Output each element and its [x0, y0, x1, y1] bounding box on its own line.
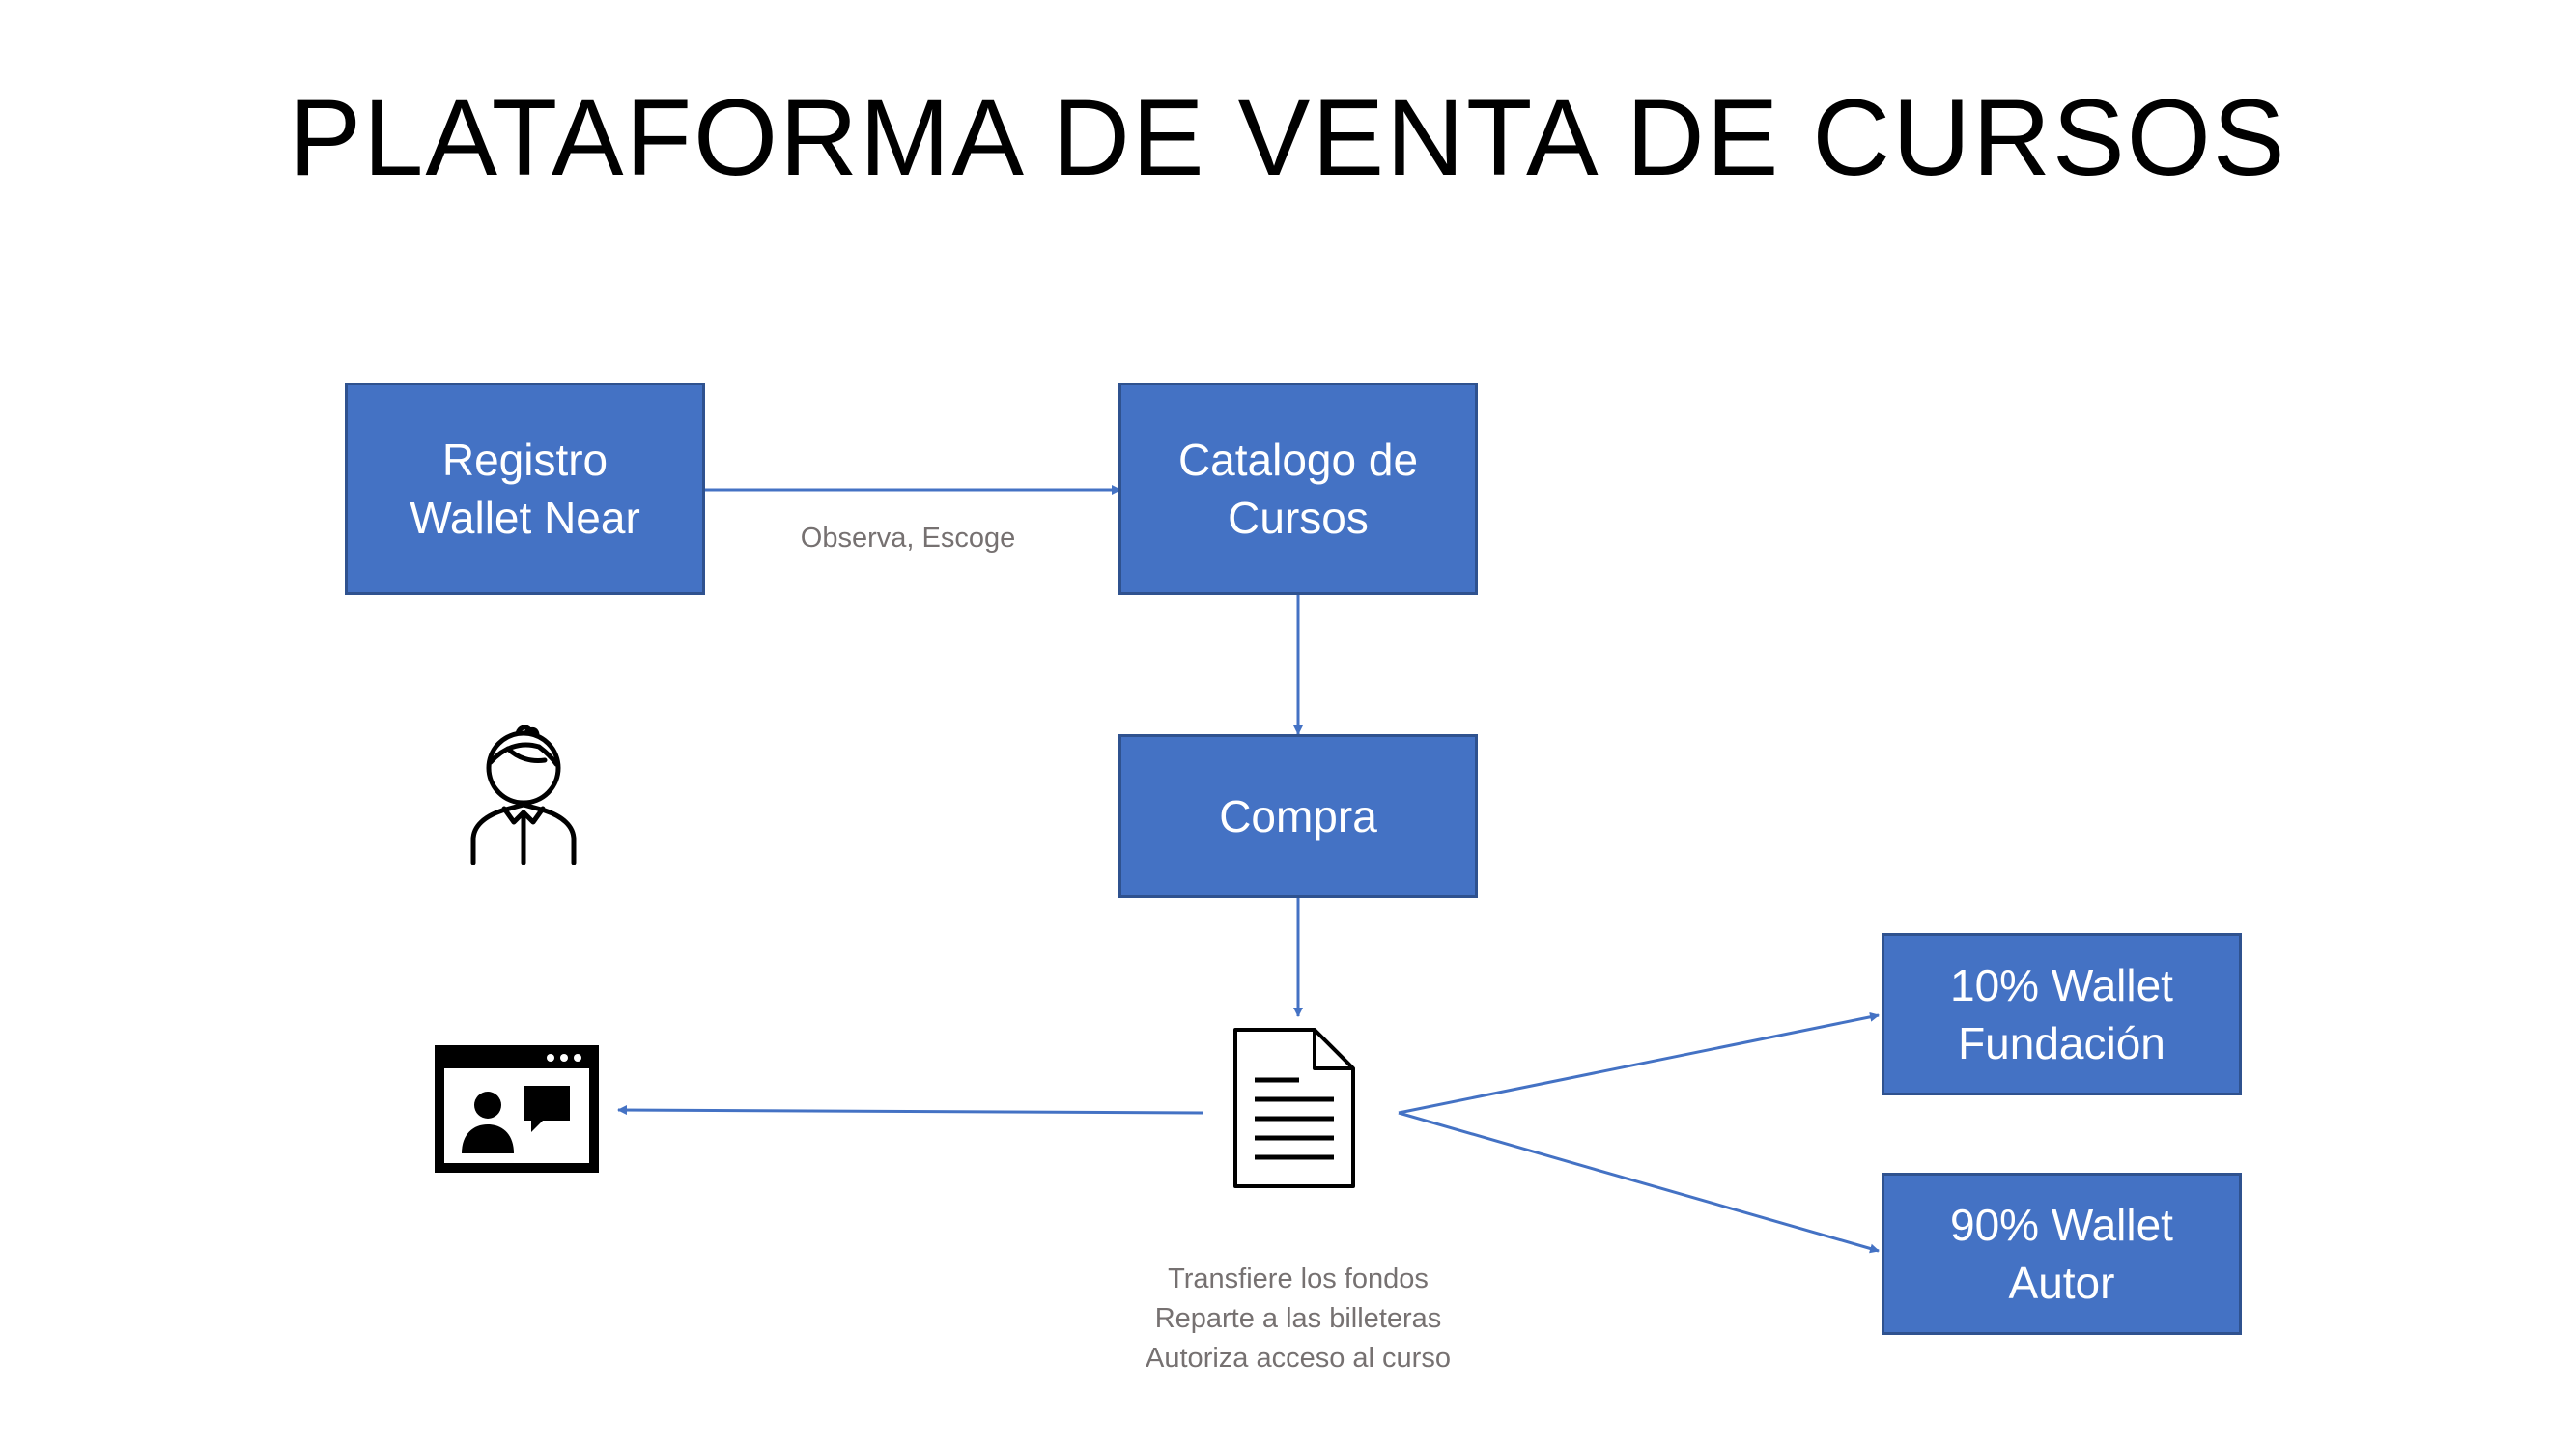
fundacion-line2: Fundación: [1958, 1018, 2166, 1068]
observa-escoge-label: Observa, Escoge: [800, 523, 1016, 554]
autor-line1: 90% Wallet: [1950, 1200, 2173, 1250]
user-icon: [470, 724, 577, 865]
compra-line1: Compra: [1219, 791, 1377, 841]
wallet-fundacion-box: 10% Wallet Fundación: [1882, 933, 2242, 1095]
catalogo-line1: Catalogo de: [1177, 435, 1419, 485]
registro-line1: Registro: [441, 435, 609, 485]
registro-line2: Wallet Near: [410, 493, 640, 543]
arrow-document-to-fundacion: [1398, 1011, 1880, 1115]
catalogo-line2: Cursos: [1228, 493, 1369, 543]
catalogo-cursos-box: Catalogo de Cursos: [1118, 383, 1478, 595]
compra-box: Compra: [1118, 734, 1478, 898]
transaction-line3: Autoriza acceso al curso: [1146, 1343, 1451, 1374]
transaction-description: Transfiere los fondos Reparte a las bill…: [1105, 1260, 1491, 1378]
transaction-line2: Reparte a las billeteras: [1154, 1303, 1442, 1334]
document-icon: [1233, 1028, 1355, 1188]
registro-wallet-box: Registro Wallet Near: [345, 383, 705, 595]
fundacion-line1: 10% Wallet: [1950, 960, 2173, 1010]
video-call-icon: [435, 1045, 599, 1173]
autor-line2: Autor: [2008, 1258, 2115, 1308]
arrow-document-to-video: [617, 1105, 1203, 1116]
arrow-document-to-autor: [1398, 1111, 1880, 1254]
transaction-line1: Transfiere los fondos: [1168, 1264, 1429, 1294]
page-title: PLATAFORMA DE VENTA DE CURSOS: [289, 77, 2287, 198]
wallet-autor-box: 90% Wallet Autor: [1882, 1173, 2242, 1335]
